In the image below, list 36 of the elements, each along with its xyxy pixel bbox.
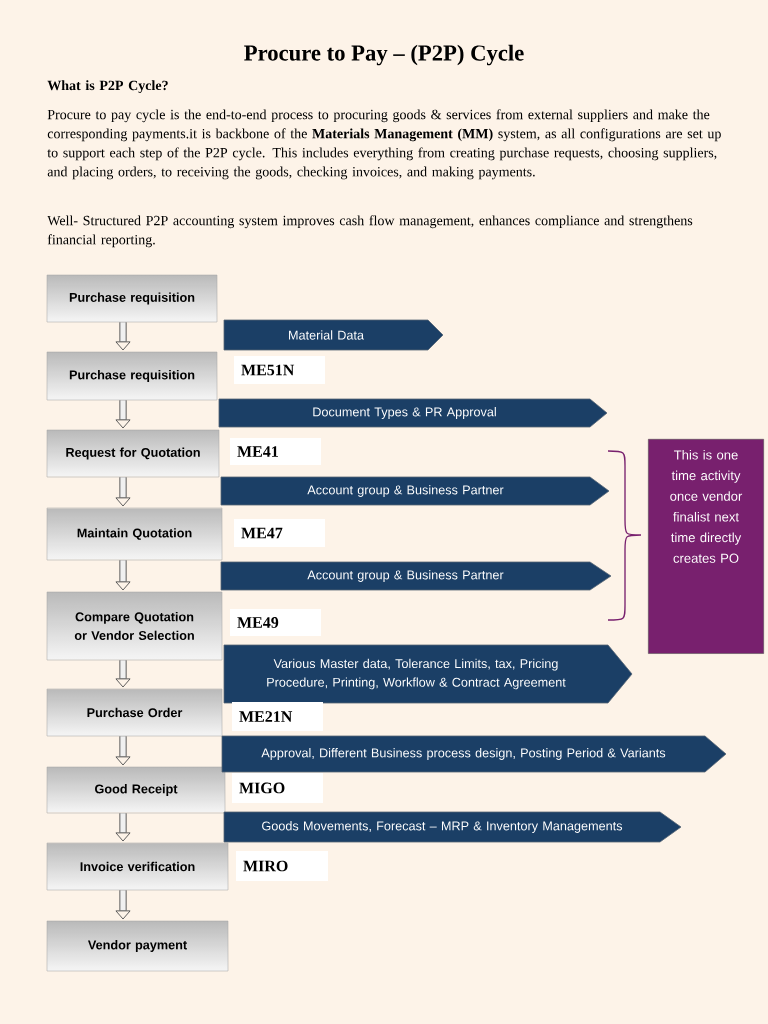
code-box: ME21N xyxy=(232,702,323,731)
block-arrow xyxy=(115,560,131,591)
block-arrow xyxy=(115,477,131,507)
process-box: Purchase requisition xyxy=(46,274,218,323)
block-arrow xyxy=(115,813,131,842)
process-box: Maintain Quotation xyxy=(46,507,223,561)
chevron-banner: Account group & Business Partner xyxy=(220,561,612,591)
block-arrow xyxy=(115,400,131,429)
process-box: Compare Quotation or Vendor Selection xyxy=(46,591,223,661)
heading: What is P2P Cycle? xyxy=(47,80,168,93)
chevron-banner: Various Master data, Tolerance Limits, tax, Pricing Procedure, Printing, Workflow & Contract Agreement xyxy=(223,644,633,704)
chevron-banner: Account group & Business Partner xyxy=(220,476,610,506)
code-box: ME49 xyxy=(230,609,321,636)
paragraph: Well- Structured P2P accounting system improves cash flow management, enhances compliance and strengthens financial reporting. xyxy=(47,215,693,248)
chevron-banner: Material Data xyxy=(223,319,444,351)
process-box: Request for Quotation xyxy=(46,429,220,478)
process-box: Vendor payment xyxy=(46,920,229,972)
paragraph: Procure to pay cycle is the end-to-end process to procuring goods & services from external suppliers and make the corresponding payments.it is backbone of the Materials Management (MM) system, as all configurations are set up to support each step of the P2P cycle. This includes everything from creating purchase requests, choosing suppliers, and placing orders, to receiving the goods, checking invoices, and making payments. xyxy=(47,109,721,180)
code-box: ME41 xyxy=(230,438,321,465)
process-box: Invoice verification xyxy=(46,842,229,891)
code-box: ME47 xyxy=(234,519,325,547)
chevron-banner: Goods Movements, Forecast – MRP & Inventory Managements xyxy=(223,811,682,843)
process-box: Good Receipt xyxy=(46,766,226,814)
block-arrow xyxy=(115,736,131,766)
chevron-banner: Approval, Different Business process design, Posting Period & Variants xyxy=(221,735,727,773)
block-arrow xyxy=(115,660,131,688)
chevron-banner: Document Types & PR Approval xyxy=(218,398,608,428)
process-box: Purchase requisition xyxy=(46,351,218,401)
title: Procure to Pay – (P2P) Cycle xyxy=(244,44,524,66)
note-box: This is one time activity once vendor finalist next time directly creates PO xyxy=(648,439,764,654)
code-box: MIRO xyxy=(236,851,328,881)
code-box: MIGO xyxy=(232,773,323,803)
block-arrow xyxy=(115,890,131,920)
code-box: ME51N xyxy=(234,356,325,384)
block-arrow xyxy=(115,322,131,351)
process-box: Purchase Order xyxy=(46,688,223,737)
